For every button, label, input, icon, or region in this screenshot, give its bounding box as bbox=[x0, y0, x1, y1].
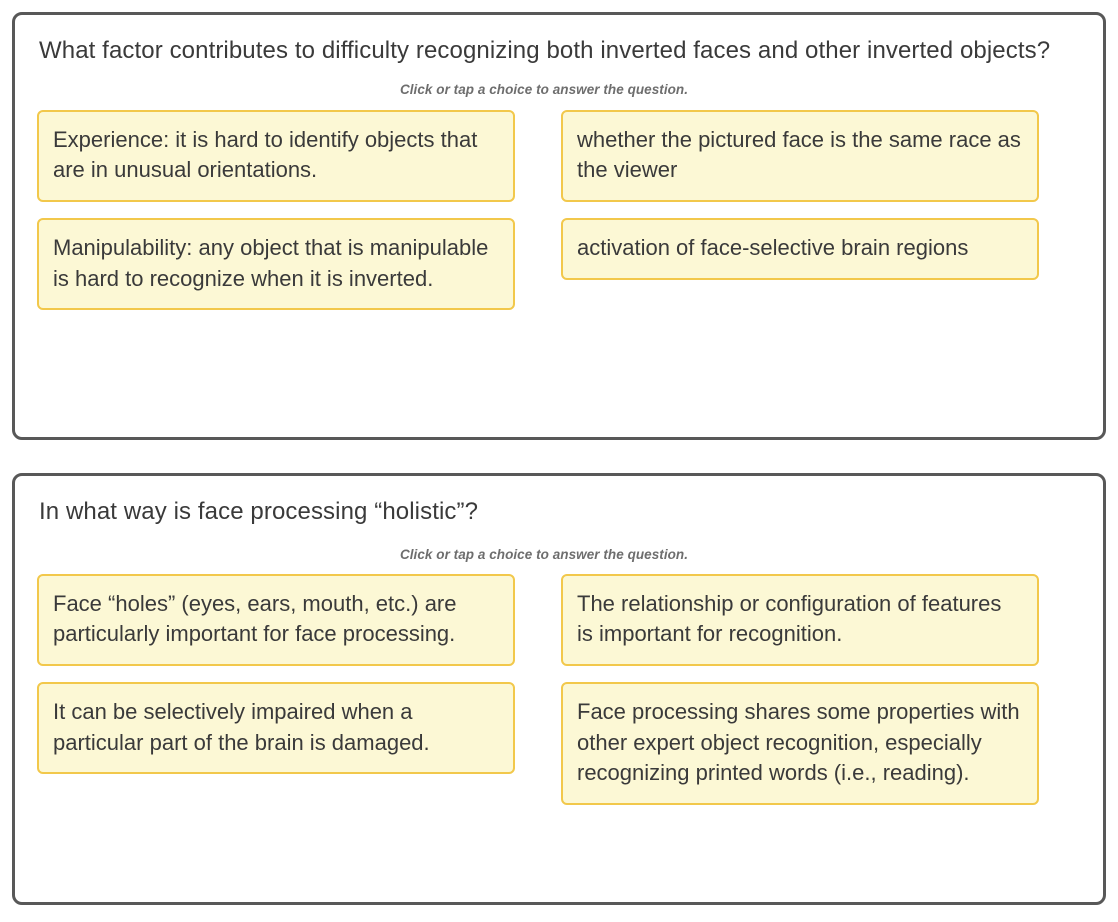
choice-option[interactable]: Face “holes” (eyes, ears, mouth, etc.) a… bbox=[37, 573, 515, 667]
choices-column-right-1: whether the pictured face is the same ra… bbox=[561, 109, 1039, 280]
choice-option[interactable]: The relationship or configuration of fea… bbox=[561, 573, 1039, 667]
question-prompt-2: In what way is face processing “holistic… bbox=[39, 498, 479, 525]
choices-column-left-2: Face “holes” (eyes, ears, mouth, etc.) a… bbox=[37, 573, 515, 775]
question-card-1: What factor contributes to difficulty re… bbox=[12, 12, 1106, 440]
choice-option[interactable]: Face processing shares some properties w… bbox=[561, 682, 1039, 805]
choice-option[interactable]: Experience: it is hard to identify objec… bbox=[37, 109, 515, 203]
choices-container-2: Face “holes” (eyes, ears, mouth, etc.) a… bbox=[37, 573, 1081, 805]
answer-hint-2: Click or tap a choice to answer the ques… bbox=[399, 546, 689, 562]
choice-option[interactable]: whether the pictured face is the same ra… bbox=[561, 109, 1039, 203]
question-card-2: In what way is face processing “holistic… bbox=[12, 473, 1106, 905]
choice-option[interactable]: It can be selectively impaired when a pa… bbox=[37, 682, 515, 775]
question-prompt-1: What factor contributes to difficulty re… bbox=[39, 37, 1051, 64]
choices-column-right-2: The relationship or configuration of fea… bbox=[561, 573, 1039, 805]
answer-hint-1: Click or tap a choice to answer the ques… bbox=[399, 81, 689, 97]
choice-option[interactable]: activation of face-selective brain regio… bbox=[561, 218, 1039, 280]
choice-option[interactable]: Manipulability: any object that is manip… bbox=[37, 218, 515, 311]
choices-container-1: Experience: it is hard to identify objec… bbox=[37, 109, 1081, 311]
choices-column-left-1: Experience: it is hard to identify objec… bbox=[37, 109, 515, 311]
